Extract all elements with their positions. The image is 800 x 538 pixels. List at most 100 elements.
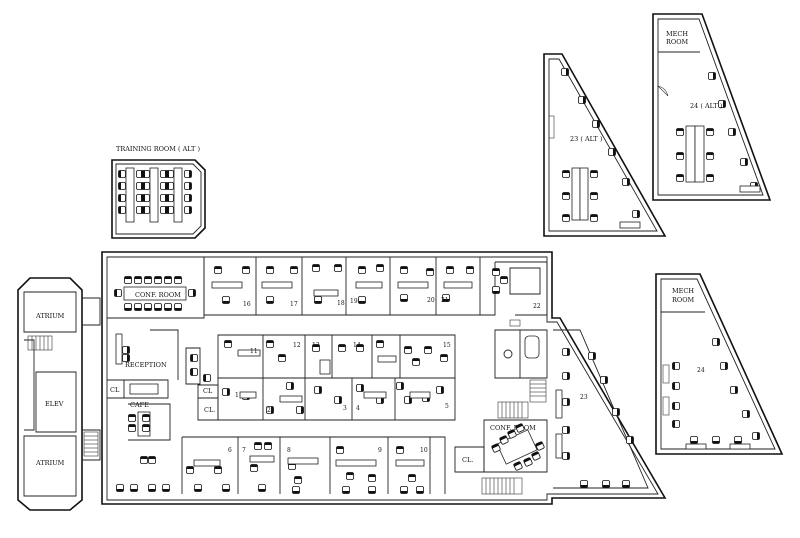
chair-icon [134,303,142,311]
chair-icon [400,294,408,302]
chair-icon [523,457,533,467]
desk [729,443,751,450]
chair-icon [166,206,174,214]
chair-icon [184,194,192,202]
room-7-number: 7 [242,447,246,454]
chair-icon [166,170,174,178]
desk [397,281,429,289]
chair-icon [612,408,620,416]
chair-icon [728,128,736,136]
chair-icon [400,266,408,274]
chair-icon [730,386,738,394]
room-18-number: 18 [337,300,345,307]
chair-icon [188,289,196,297]
cafe-label: CAFE [130,401,149,409]
mech-room-top-label-2: ROOM [666,38,689,46]
room-8-number: 8 [287,447,291,454]
chair-icon [266,266,274,274]
room-4-number: 4 [356,405,360,412]
chair-icon [124,303,132,311]
room-13-number: 13 [312,342,320,349]
chair-icon [186,466,194,474]
chair-icon [416,486,424,494]
desk [355,281,383,289]
desk [363,391,387,399]
chair-icon [396,446,404,454]
chair-icon [531,451,541,461]
chair-icon [242,266,250,274]
chair-icon [166,182,174,190]
desk [319,359,331,375]
chair-icon [592,120,600,128]
bottom-office-row [181,436,446,494]
chair-icon [396,382,404,390]
chair-icon [562,372,570,380]
room-24-alt-label: 24 ( ALT ) [690,102,723,110]
chair-icon [672,402,680,410]
room-10-number: 10 [420,447,428,454]
chair-icon [250,464,258,472]
chair-icon [124,276,132,284]
chair-icon [122,346,130,354]
chair-icon [562,192,570,200]
room-5-number: 5 [445,403,449,410]
chair-icon [535,441,545,451]
chair-icon [412,358,420,366]
chair-icon [148,456,156,464]
desk [739,185,761,193]
chair-icon [368,474,376,482]
chair-icon [706,152,714,160]
chair-icon [166,194,174,202]
chair-icon [128,414,136,422]
room-22-number: 22 [533,303,541,310]
chair-icon [266,406,274,414]
chair-icon [118,170,126,178]
chair-icon [590,170,598,178]
mech-room-top-label-1: MECH [666,30,688,38]
chair-icon [314,296,322,304]
chair-icon [264,442,272,450]
chair-icon [114,289,122,297]
chair-icon [446,266,454,274]
chair-icon [626,436,634,444]
chair-icon [142,170,150,178]
main-floor: CONF. ROOM [101,251,667,505]
chair-icon [292,486,300,494]
chair-icon [334,396,342,404]
chair-icon [346,472,354,480]
chair-icon [562,426,570,434]
chair-icon [706,174,714,182]
chair-icon [426,268,434,276]
chair-icon [562,348,570,356]
room-24: MECH ROOM 24 [655,273,784,455]
room-24-alt: MECH ROOM 24 ( ALT ) [652,13,772,201]
chair-icon [130,484,138,492]
chair-icon [740,158,748,166]
chair-icon [184,182,192,190]
room-9-number: 9 [378,447,382,454]
core-restrooms [481,319,548,495]
room-6-number: 6 [228,447,232,454]
chair-icon [720,362,728,370]
chair-icon [632,210,640,218]
chair-icon [676,174,684,182]
chair-icon [118,194,126,202]
chair-icon [164,303,172,311]
chair-icon [562,214,570,222]
room-15-number: 15 [443,342,451,349]
conf-room-b: CONF. ROOM CL. [454,419,548,473]
closet-b-label: CL [203,387,213,395]
chair-icon [296,406,304,414]
chair-icon [562,452,570,460]
chair-icon [622,178,630,186]
desk [239,391,257,399]
chair-icon [278,354,286,362]
room-12-number: 12 [293,342,301,349]
closet-a-label: CL [110,386,120,394]
room-16-number: 16 [243,301,251,308]
chair-icon [254,442,262,450]
chair-icon [622,480,630,488]
chair-icon [690,436,698,444]
chair-icon [466,266,474,274]
desk [249,455,275,463]
